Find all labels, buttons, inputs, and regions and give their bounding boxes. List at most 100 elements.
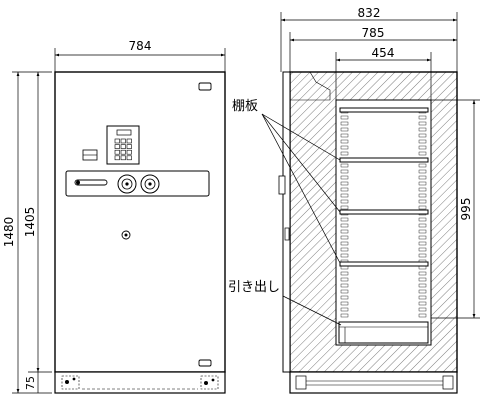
- door-handle: [74, 179, 108, 186]
- rail-slot-right: [418, 139, 427, 144]
- safe-front-body: [54, 71, 226, 373]
- rail-slot-right: [418, 313, 427, 318]
- rail-slot-right: [418, 133, 427, 138]
- rail-slot-right: [418, 151, 427, 156]
- side-foot-right: [442, 375, 454, 390]
- shelf-board: [339, 209, 429, 215]
- body-depth-label: 785: [362, 26, 385, 40]
- rail-slot-right: [418, 223, 427, 228]
- rail-slot-right: [418, 307, 427, 312]
- rail-slot-right: [418, 193, 427, 198]
- rail-slot-left: [340, 115, 349, 120]
- door-front-edge: [282, 71, 291, 373]
- keypad-key: [126, 144, 132, 149]
- interior-cavity: [335, 99, 432, 346]
- side-base: [289, 371, 458, 394]
- body-height-dimension: 1405: [23, 72, 52, 373]
- rail-slot-left: [340, 283, 349, 288]
- rail-slot-left: [340, 193, 349, 198]
- keyhole: [121, 230, 131, 240]
- rail-slot-left: [340, 163, 349, 168]
- rail-slot-right: [418, 229, 427, 234]
- rail-slot-left: [340, 241, 349, 246]
- front-view: 784 1480 1405 75: [2, 39, 226, 394]
- rail-slot-right: [418, 217, 427, 222]
- keypad-key: [126, 149, 132, 155]
- rail-slot-right: [418, 169, 427, 174]
- front-foot-left: [61, 375, 80, 390]
- rail-slot-right: [418, 127, 427, 132]
- rail-slot-left: [340, 169, 349, 174]
- rail-slot-left: [340, 205, 349, 210]
- base-height-dimension: 75: [24, 372, 39, 393]
- keypad-display: [116, 129, 132, 136]
- rail-slot-left: [340, 313, 349, 318]
- rail-slot-left: [340, 175, 349, 180]
- total-height-dimension: 1480: [2, 71, 52, 394]
- rail-slot-left: [340, 217, 349, 222]
- drawer-leader-line: [282, 295, 342, 326]
- body-depth-dimension: 785: [289, 26, 457, 72]
- rail-slot-left: [340, 247, 349, 252]
- keypad-key: [114, 144, 120, 149]
- rail-slot-left: [340, 127, 349, 132]
- shelf-board: [339, 261, 429, 267]
- side-lock-bolt: [284, 227, 290, 241]
- rail-slot-right: [418, 271, 427, 276]
- rail-slot-right: [418, 205, 427, 210]
- rail-slot-left: [340, 307, 349, 312]
- rail-slot-right: [418, 241, 427, 246]
- hinge-bottom: [198, 359, 212, 367]
- rail-slot-right: [418, 289, 427, 294]
- front-base: [54, 371, 226, 394]
- side-foot-left: [295, 375, 307, 390]
- front-foot-right: [200, 375, 219, 390]
- keypad-key: [120, 138, 126, 144]
- rail-slot-left: [340, 181, 349, 186]
- rail-slot-right: [418, 253, 427, 258]
- combination-dial-left: [117, 174, 137, 194]
- rail-slot-right: [418, 181, 427, 186]
- rail-slot-left: [340, 151, 349, 156]
- drawer: [338, 321, 429, 344]
- rail-slot-right: [418, 145, 427, 150]
- door-notch: [289, 71, 331, 101]
- shelf-board: [339, 157, 429, 163]
- rail-slot-right: [418, 247, 427, 252]
- shelf-rails: [340, 109, 427, 318]
- inner-depth-label: 454: [372, 46, 395, 60]
- rail-slot-right: [418, 295, 427, 300]
- side-handle: [278, 175, 286, 195]
- outer-depth-dimension: 832: [280, 6, 458, 72]
- rail-slot-right: [418, 199, 427, 204]
- side-view: 832 785 454: [228, 6, 480, 394]
- rail-slot-left: [340, 271, 349, 276]
- rail-slot-left: [340, 223, 349, 228]
- keypad-key: [120, 149, 126, 155]
- keypad: [106, 125, 140, 165]
- outer-depth-label: 832: [358, 6, 381, 20]
- rail-slot-left: [340, 145, 349, 150]
- shelf-label: 棚板: [232, 99, 258, 114]
- keypad-key: [114, 138, 120, 144]
- rail-slot-left: [340, 133, 349, 138]
- base-height-label: 75: [24, 376, 37, 390]
- keypad-key: [114, 155, 120, 161]
- rail-slot-right: [418, 283, 427, 288]
- rail-slot-left: [340, 139, 349, 144]
- total-height-label: 1480: [2, 217, 16, 248]
- keypad-key: [120, 155, 126, 161]
- shelf-board: [339, 107, 429, 113]
- shelf-leader-lines: [261, 113, 341, 264]
- rail-slot-left: [340, 121, 349, 126]
- keypad-key: [114, 149, 120, 155]
- rail-slot-right: [418, 175, 427, 180]
- rail-slot-right: [418, 277, 427, 282]
- keypad-keys: [114, 138, 132, 161]
- rail-slot-left: [340, 277, 349, 282]
- keypad-key: [126, 138, 132, 144]
- rail-slot-right: [418, 301, 427, 306]
- combination-dial-right: [140, 174, 160, 194]
- rail-slot-left: [340, 199, 349, 204]
